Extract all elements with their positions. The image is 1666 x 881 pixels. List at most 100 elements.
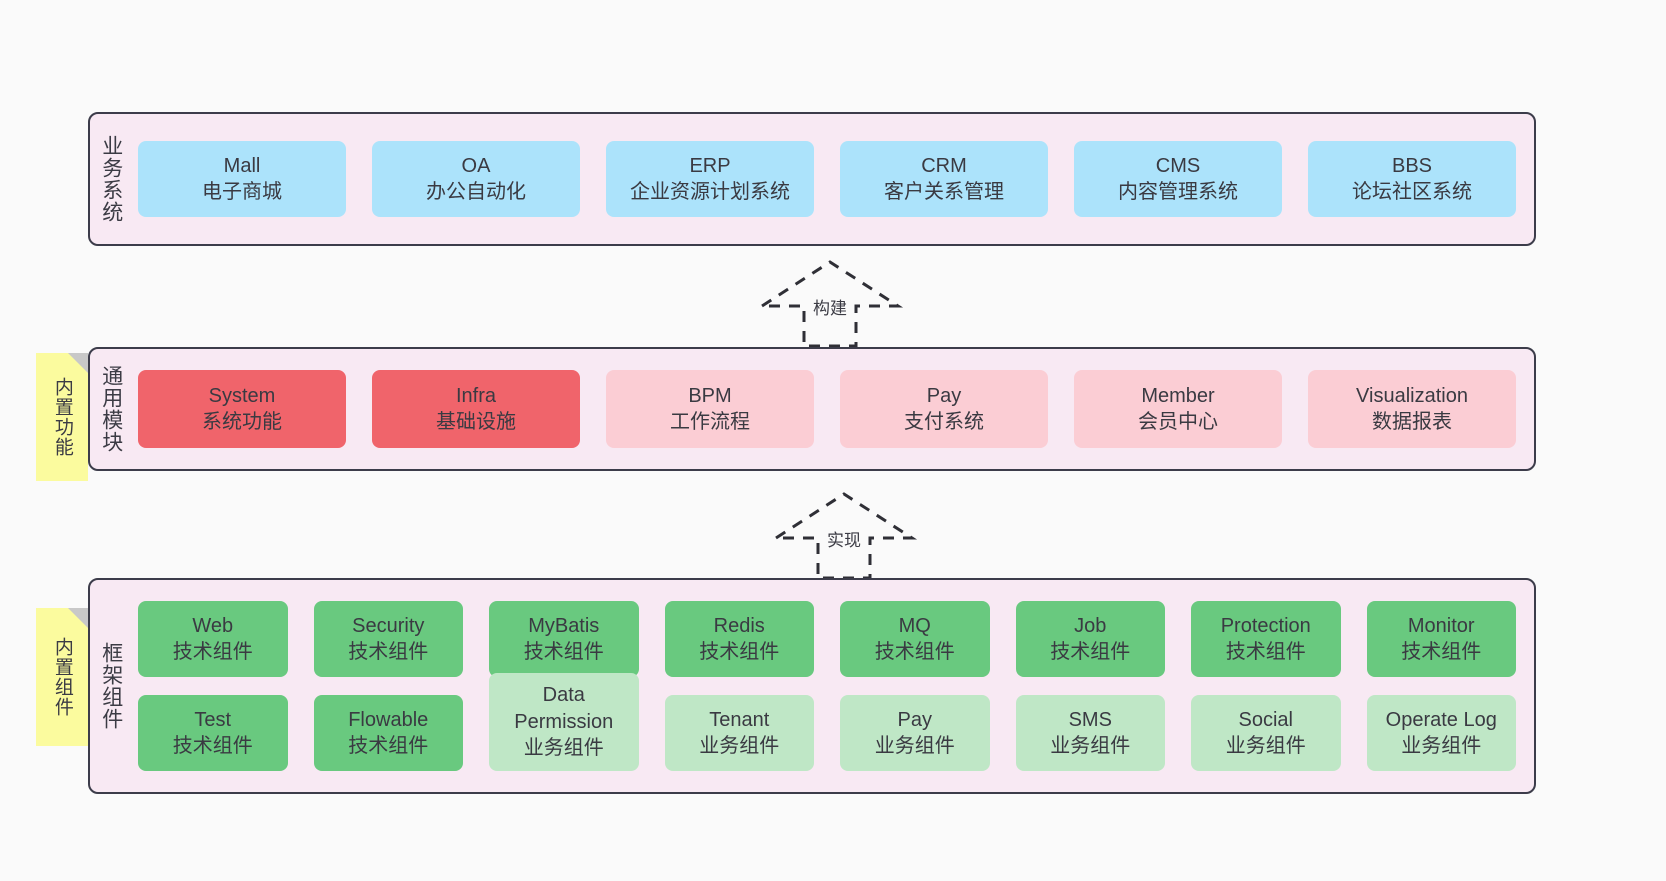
- node-mq[interactable]: MQ 技术组件: [840, 601, 990, 677]
- node-pay-component[interactable]: Pay 业务组件: [840, 695, 990, 771]
- layer-common-modules: 通用模块 System 系统功能 Infra 基础设施 BPM 工作流程 Pay…: [88, 347, 1536, 471]
- node-subtitle: 电子商城: [202, 181, 282, 203]
- node-row: Web 技术组件 Security 技术组件 MyBatis 技术组件 Redi…: [138, 601, 1516, 677]
- node-subtitle: 业务组件: [699, 735, 780, 757]
- node-bpm[interactable]: BPM 工作流程: [606, 370, 814, 448]
- node-erp[interactable]: ERP 企业资源计划系统: [606, 141, 814, 217]
- node-data-permission[interactable]: Data Permission 业务组件: [489, 673, 639, 771]
- sticky-note-label: 内置组件: [51, 637, 73, 717]
- node-monitor[interactable]: Monitor 技术组件: [1366, 601, 1516, 677]
- node-title: BBS: [1391, 154, 1433, 177]
- node-subtitle: 技术组件: [348, 641, 429, 663]
- node-subtitle: 技术组件: [1401, 641, 1482, 663]
- layer-title-business-systems: 业务系统: [99, 135, 123, 223]
- node-operate-log[interactable]: Operate Log 业务组件: [1366, 695, 1516, 771]
- node-title: Mall: [223, 154, 261, 177]
- node-subtitle: 技术组件: [699, 641, 780, 663]
- node-web[interactable]: Web 技术组件: [138, 601, 288, 677]
- node-subtitle: 论坛社区系统: [1352, 181, 1472, 203]
- node-subtitle: 技术组件: [1225, 641, 1306, 663]
- node-title: CRM: [921, 154, 967, 177]
- node-title: ERP: [689, 154, 731, 177]
- layer-framework-components: 框架组件 Web 技术组件 Security 技术组件 MyBatis 技术组件…: [88, 578, 1536, 794]
- node-subtitle: 业务组件: [1225, 735, 1306, 757]
- node-security[interactable]: Security 技术组件: [313, 601, 463, 677]
- node-crm[interactable]: CRM 客户关系管理: [840, 141, 1048, 217]
- node-row: Test 技术组件 Flowable 技术组件 Data Permission …: [138, 673, 1516, 771]
- node-title: Member: [1141, 384, 1215, 407]
- node-title: CMS: [1155, 154, 1201, 177]
- node-row: Mall 电子商城 OA 办公自动化 ERP 企业资源计划系统 CRM 客户关系…: [138, 141, 1516, 217]
- node-subtitle: 支付系统: [904, 411, 984, 433]
- node-title: MQ: [898, 614, 931, 637]
- node-subtitle: 业务组件: [874, 735, 955, 757]
- node-subtitle: 业务组件: [1050, 735, 1131, 757]
- layer-body-framework-components: Web 技术组件 Security 技术组件 MyBatis 技术组件 Redi…: [132, 580, 1534, 792]
- node-title: Redis: [713, 614, 765, 637]
- node-subtitle: 技术组件: [172, 735, 253, 757]
- node-member[interactable]: Member 会员中心: [1074, 370, 1282, 448]
- node-system[interactable]: System 系统功能: [138, 370, 346, 448]
- node-subtitle: 系统功能: [202, 411, 282, 433]
- connector-implement: 实现: [770, 490, 918, 580]
- node-title: Tenant: [709, 708, 770, 731]
- node-title: Protection: [1220, 614, 1311, 637]
- node-title: BPM: [688, 384, 732, 407]
- node-subtitle: 企业资源计划系统: [630, 181, 790, 203]
- node-subtitle: 内容管理系统: [1118, 181, 1238, 203]
- node-cms[interactable]: CMS 内容管理系统: [1074, 141, 1282, 217]
- node-bbs[interactable]: BBS 论坛社区系统: [1308, 141, 1516, 217]
- node-mall[interactable]: Mall 电子商城: [138, 141, 346, 217]
- node-title: Pay: [926, 384, 962, 407]
- node-pay[interactable]: Pay 支付系统: [840, 370, 1048, 448]
- node-subtitle: 数据报表: [1372, 411, 1452, 433]
- node-subtitle: 业务组件: [1401, 735, 1482, 757]
- node-title: Data Permission: [514, 684, 614, 733]
- layer-title-framework-components: 框架组件: [99, 642, 123, 730]
- node-job[interactable]: Job 技术组件: [1015, 601, 1165, 677]
- layer-title-common-modules: 通用模块: [99, 365, 123, 453]
- node-row: System 系统功能 Infra 基础设施 BPM 工作流程 Pay 支付系统…: [138, 370, 1516, 448]
- node-title: SMS: [1068, 708, 1112, 731]
- connector-build: 构建: [756, 258, 904, 348]
- node-subtitle: 会员中心: [1138, 411, 1218, 433]
- node-visualization[interactable]: Visualization 数据报表: [1308, 370, 1516, 448]
- sticky-note-builtin-components: 内置组件: [36, 608, 88, 746]
- node-subtitle: 技术组件: [523, 641, 604, 663]
- node-protection[interactable]: Protection 技术组件: [1191, 601, 1341, 677]
- node-tenant[interactable]: Tenant 业务组件: [664, 695, 814, 771]
- node-infra[interactable]: Infra 基础设施: [372, 370, 580, 448]
- node-title: Pay: [897, 708, 932, 731]
- node-subtitle: 技术组件: [348, 735, 429, 757]
- node-title: Monitor: [1407, 614, 1475, 637]
- node-redis[interactable]: Redis 技术组件: [664, 601, 814, 677]
- node-sms[interactable]: SMS 业务组件: [1015, 695, 1165, 771]
- layer-body-business-systems: Mall 电子商城 OA 办公自动化 ERP 企业资源计划系统 CRM 客户关系…: [132, 114, 1534, 244]
- node-title: Job: [1074, 614, 1107, 637]
- node-social[interactable]: Social 业务组件: [1191, 695, 1341, 771]
- node-subtitle: 基础设施: [436, 411, 516, 433]
- node-test[interactable]: Test 技术组件: [138, 695, 288, 771]
- sticky-note-builtin-functions: 内置功能: [36, 353, 88, 481]
- node-subtitle: 工作流程: [670, 411, 750, 433]
- node-subtitle: 技术组件: [1050, 641, 1131, 663]
- node-title: Visualization: [1356, 384, 1468, 407]
- connector-implement-label: 实现: [824, 526, 864, 551]
- node-title: Infra: [455, 384, 497, 407]
- node-title: OA: [461, 154, 491, 177]
- node-title: Web: [192, 614, 234, 637]
- node-subtitle: 技术组件: [874, 641, 955, 663]
- node-oa[interactable]: OA 办公自动化: [372, 141, 580, 217]
- connector-build-label: 构建: [810, 294, 850, 319]
- node-title: Flowable: [348, 708, 429, 731]
- node-title: Social: [1238, 708, 1293, 731]
- node-subtitle: 业务组件: [523, 737, 604, 760]
- node-title: Security: [352, 614, 425, 637]
- node-title: System: [208, 384, 276, 407]
- layer-business-systems: 业务系统 Mall 电子商城 OA 办公自动化 ERP 企业资源计划系统 CRM…: [88, 112, 1536, 246]
- node-title: MyBatis: [528, 614, 600, 637]
- node-mybatis[interactable]: MyBatis 技术组件: [489, 601, 639, 677]
- node-flowable[interactable]: Flowable 技术组件: [313, 695, 463, 771]
- node-subtitle: 办公自动化: [426, 181, 526, 203]
